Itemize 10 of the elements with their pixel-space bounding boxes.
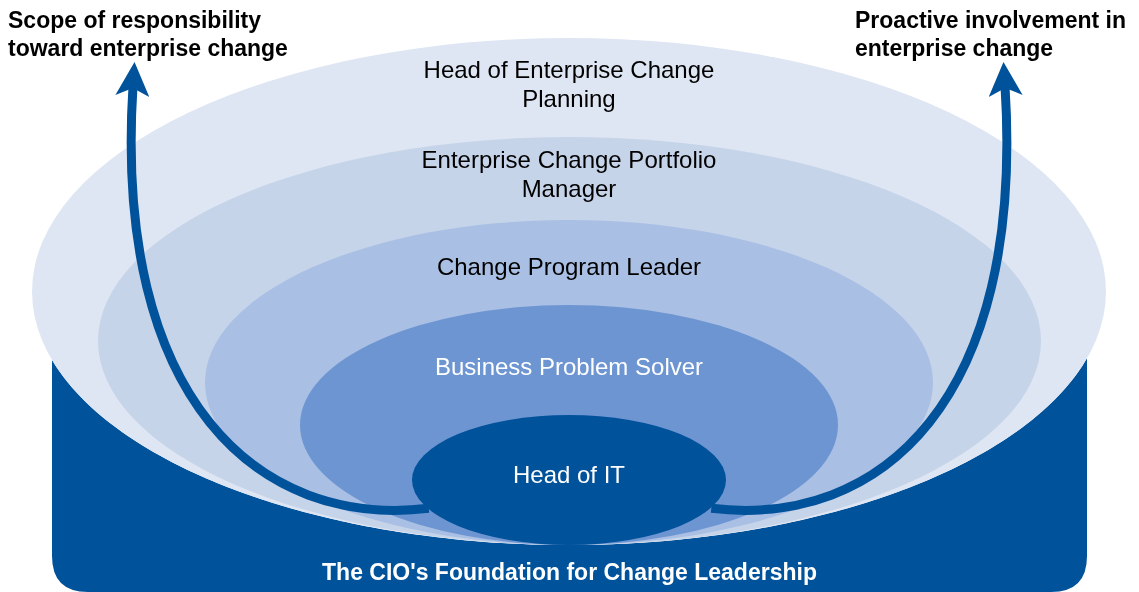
layer-label: Head of IT: [511, 460, 627, 489]
heading-label: Proactive involvement in enterprise change: [855, 6, 1130, 62]
curved-arrow: [711, 62, 1023, 515]
heading-label: Scope of responsibility toward enterprise change: [8, 6, 338, 62]
layer-label: Change Program Leader: [435, 252, 703, 281]
curved-arrow: [115, 62, 429, 515]
layer-label: Enterprise Change Portfolio Manager: [420, 145, 718, 203]
layer-label: Head of Enterprise Change Planning: [422, 55, 716, 113]
band-label: The CIO's Foundation for Change Leadership: [321, 558, 818, 586]
layer-label: Business Problem Solver: [433, 352, 705, 381]
